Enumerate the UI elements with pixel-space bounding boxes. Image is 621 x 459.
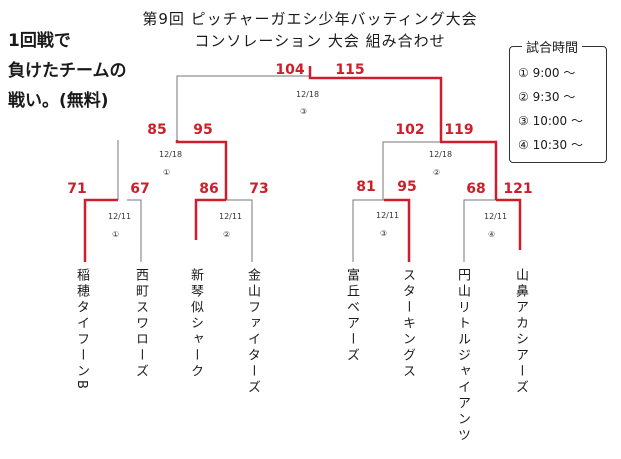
note-line-3: 戦い。(無料): [8, 91, 109, 111]
bracket-line: [176, 75, 310, 142]
score-yamahana: 121: [503, 181, 532, 197]
match-date-r1m2: 12/11: [219, 212, 242, 221]
winner-path-line: [384, 198, 411, 262]
note-line-2: 負けたチームの: [8, 61, 127, 81]
match-no-r1m1: ①: [112, 230, 119, 239]
score-inaho: 71: [67, 181, 86, 197]
score-sf2-left: 102: [395, 122, 424, 138]
winner-path-line: [194, 198, 226, 240]
match-no-r1m4: ④: [488, 230, 495, 239]
bracket-line: [127, 199, 142, 262]
match-date-r1m4: 12/11: [484, 212, 507, 221]
match-date-sf1: 12/18: [159, 150, 182, 159]
score-sf1-right: 95: [193, 122, 212, 138]
match-no-sf1: ①: [163, 168, 170, 177]
schedule-item: ④ 10:30 〜: [518, 138, 583, 152]
bracket-line: [226, 199, 253, 262]
match-date-sf2: 12/18: [429, 150, 452, 159]
score-starkings: 95: [397, 179, 416, 195]
schedule-item: ① 9:00 〜: [518, 66, 576, 80]
winner-path-line: [440, 140, 498, 200]
team-name: 新琴似シャーク: [188, 268, 203, 380]
score-nishimachi: 67: [130, 181, 149, 197]
team-name: 円山リトルジャイアンツ: [455, 268, 470, 444]
score-tomioka: 81: [356, 179, 375, 195]
schedule-box: 試合時間 ① 9:00 〜 ② 9:30 〜 ③ 10:00 〜 ④ 10:30…: [509, 37, 607, 163]
bracket-lines-winner: [83, 66, 522, 262]
score-sf2-right: 119: [444, 122, 473, 138]
team-name: 山鼻アカシアーズ: [513, 268, 528, 396]
note-line-1: 1回戦で: [8, 31, 71, 51]
match-date-r1m1: 12/11: [108, 212, 131, 221]
consolation-note: 1回戦で 負けたチームの 戦い。(無料): [8, 26, 153, 116]
match-no-sf2: ②: [433, 168, 440, 177]
bracket-line: [352, 199, 384, 262]
winner-path-line: [496, 198, 522, 250]
score-kanayama: 73: [249, 181, 268, 197]
winner-path-line: [308, 66, 443, 142]
schedule-item: ② 9:30 〜: [518, 90, 576, 104]
winner-path-line: [83, 198, 118, 262]
winner-path-line: [175, 140, 228, 200]
title-line-2: コンソレーション 大会 組み合わせ: [194, 32, 446, 50]
schedule-item: ③ 10:00 〜: [518, 114, 583, 128]
match-no-r1m2: ②: [223, 230, 230, 239]
bracket-line: [382, 141, 440, 200]
match-date-final: 12/18: [296, 90, 319, 99]
team-name: 稲穂タイフーンB: [74, 268, 89, 392]
score-maruyama: 68: [466, 181, 485, 197]
bracket-line: [463, 199, 496, 262]
match-no-final: ③: [300, 107, 307, 116]
schedule-title: 試合時間: [522, 37, 583, 56]
team-name: 西町スワローズ: [133, 268, 148, 380]
score-sf1-left: 85: [147, 122, 166, 138]
score-final-left: 104: [275, 62, 304, 78]
match-date-r1m3: 12/11: [376, 211, 399, 220]
score-shinkotoni: 86: [199, 181, 218, 197]
score-final-right: 115: [335, 62, 364, 78]
team-name: 富丘ベアーズ: [344, 268, 359, 364]
bracket-lines-gray: [117, 75, 496, 262]
match-no-r1m3: ③: [380, 229, 387, 238]
title-line-1: 第9回 ピッチャーガエシ少年バッティング大会: [142, 10, 478, 28]
team-name: スターキングス: [400, 268, 415, 380]
team-name: 金山ファイターズ: [245, 268, 260, 396]
